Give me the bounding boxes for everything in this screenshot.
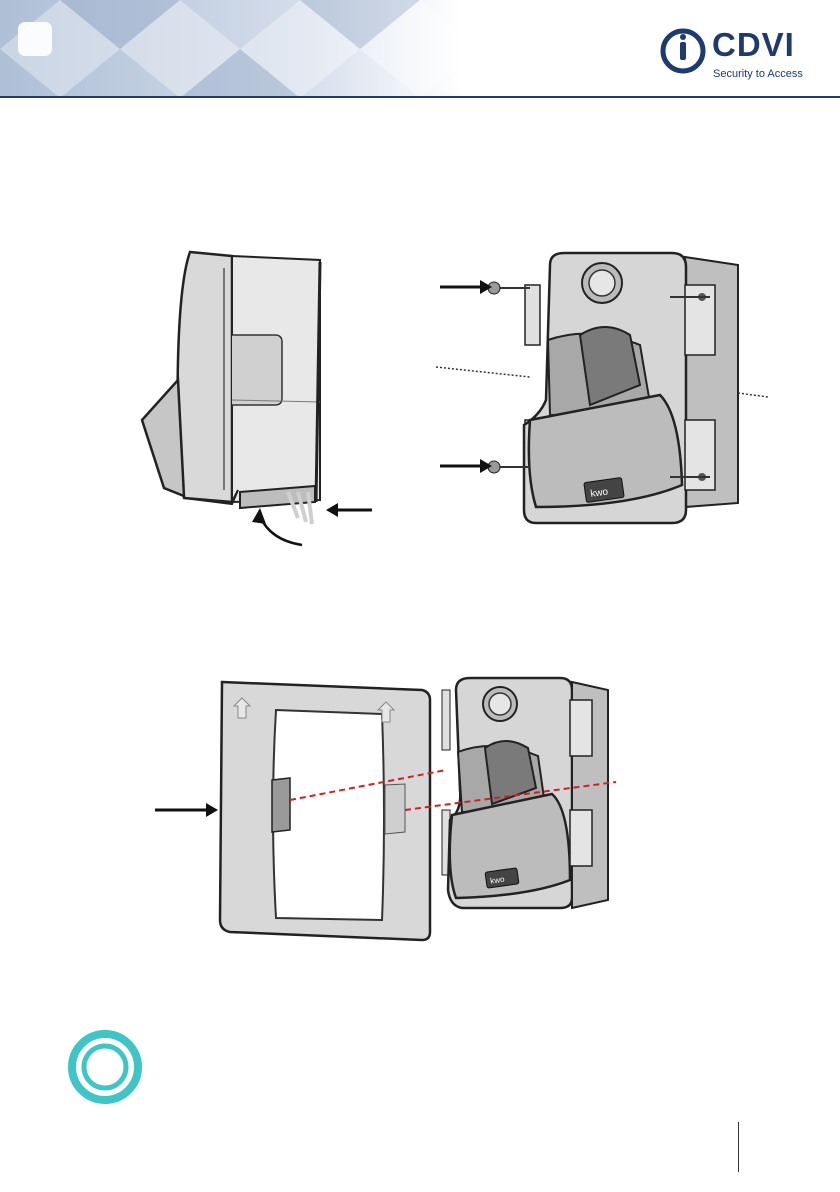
info-ring-icon <box>66 1028 144 1106</box>
brand-logo: CDVI Security to Access <box>660 26 830 86</box>
footer-rule <box>738 1122 739 1172</box>
page-header: CDVI Security to Access <box>0 0 840 98</box>
header-rule <box>0 96 840 98</box>
section-badge <box>18 22 52 56</box>
reader-side-view-figure <box>120 240 390 560</box>
reader-mounted-figure: kwo <box>430 245 770 535</box>
brand-tagline: Security to Access <box>713 68 803 80</box>
brand-name: CDVI <box>712 26 795 64</box>
cover-frame-figure: kwo <box>150 670 620 950</box>
brand-mark-icon <box>660 28 706 74</box>
